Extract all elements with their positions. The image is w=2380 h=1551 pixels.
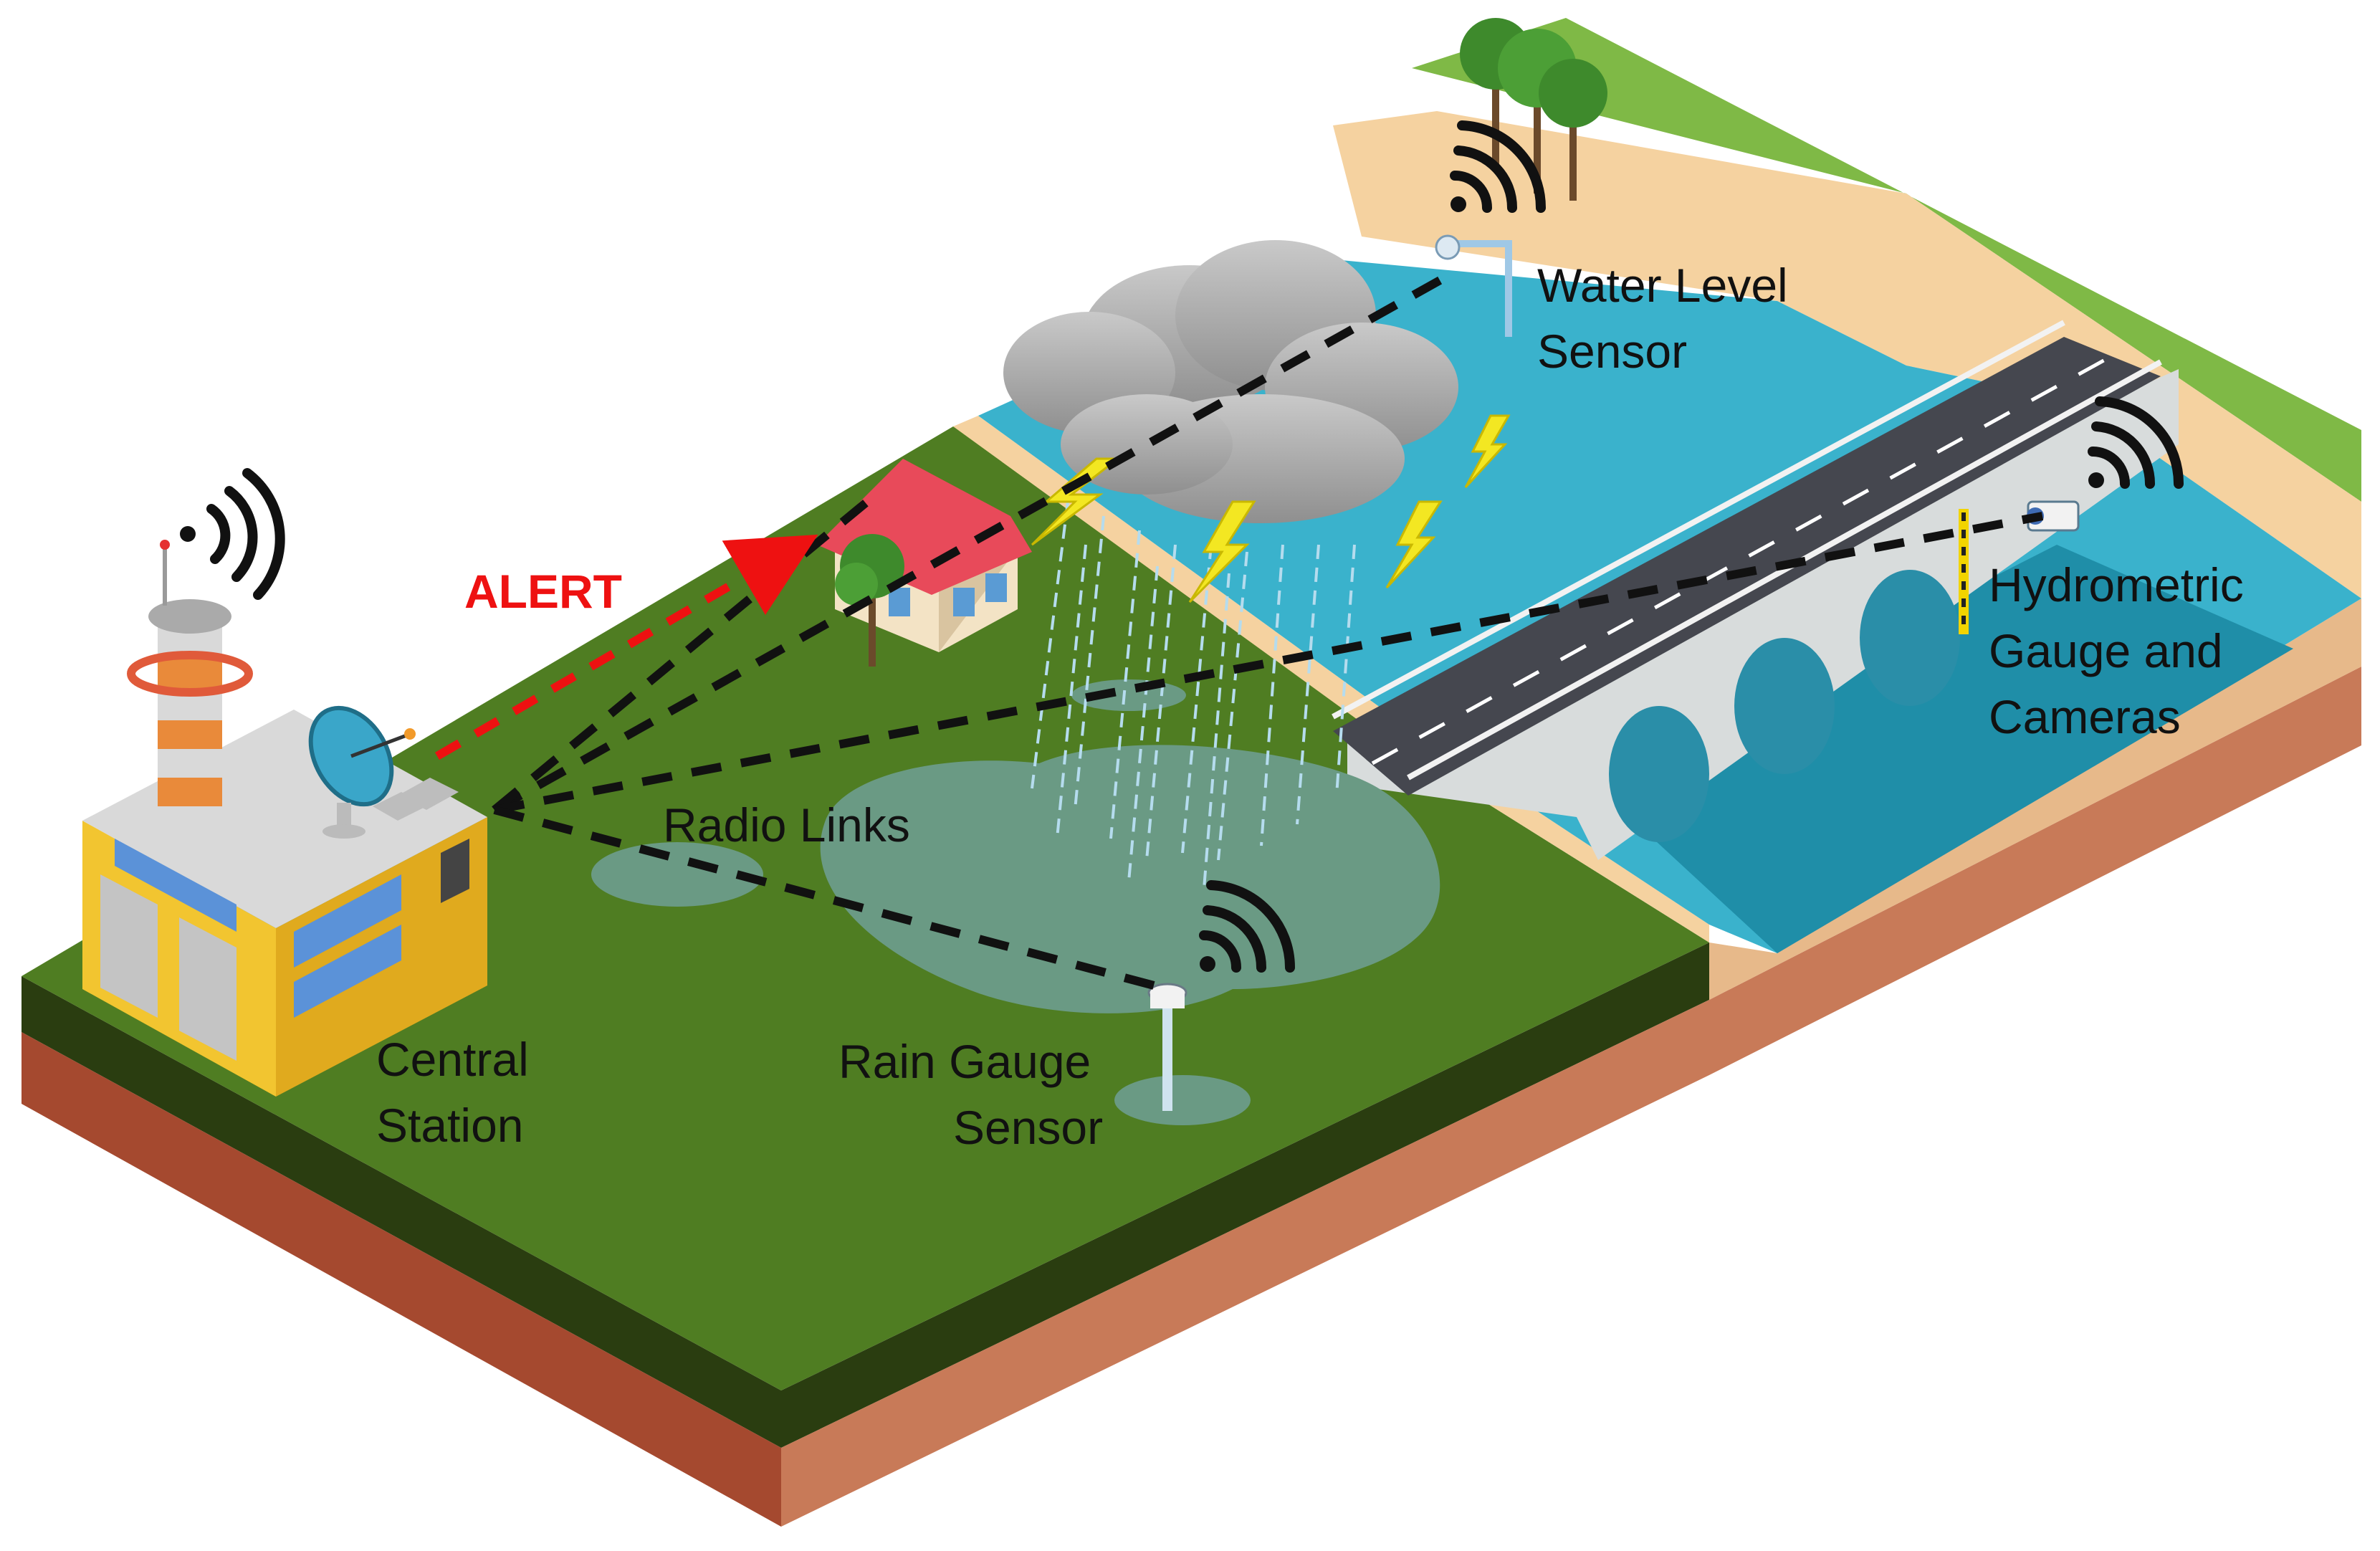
soil-side-left <box>21 1032 781 1527</box>
small-puddle <box>591 842 763 907</box>
satellite-dish-icon <box>308 705 416 839</box>
wifi-signal-icon <box>180 468 285 600</box>
grass-side-right <box>781 942 1709 1448</box>
near-sand-bank <box>953 416 1709 942</box>
central-station-label: Central Station <box>376 1026 529 1158</box>
rain-gauge-label-line2: Sensor <box>953 1101 1104 1154</box>
hydrometric-label-line2: Gauge and <box>1989 624 2223 677</box>
small-puddle <box>1114 1075 1251 1125</box>
central-station-building <box>82 540 487 1097</box>
hydrometric-gauge-label: Hydrometric Gauge and Cameras <box>1989 552 2244 750</box>
soil-side-right <box>781 667 2361 1527</box>
hydrometric-label-line1: Hydrometric <box>1989 558 2244 611</box>
bridge-railing <box>1407 359 2162 781</box>
far-sand-bank <box>1333 111 2361 598</box>
tree-icon <box>1460 18 1607 201</box>
hydrometric-gauge <box>1959 509 1969 634</box>
wifi-signal-icon <box>2088 396 2184 489</box>
bridge-arch <box>1860 570 1960 706</box>
road-center-line <box>1371 353 2116 765</box>
wifi-signal-icon <box>1199 880 1296 973</box>
radio-links-label: Radio Links <box>663 798 910 851</box>
tree-icon <box>835 534 904 667</box>
rain-gauge-sensor-label: Rain Gauge Sensor <box>838 1029 1103 1160</box>
bridge-road <box>1333 337 2161 796</box>
water-level-label-line2: Sensor <box>1537 325 1688 378</box>
radio-link-to-rain-gauge <box>493 806 1155 990</box>
alert-label: ALERT <box>464 565 622 618</box>
rain-gauge-label-line1: Rain Gauge <box>838 1035 1091 1088</box>
water-level-sensor-label: Water Level Sensor <box>1537 252 1788 384</box>
radio-link-to-hydrometric <box>493 512 2044 814</box>
river-under-bridge <box>1591 545 2293 953</box>
water-level-sensor <box>1435 234 1512 337</box>
rain <box>1031 501 1356 889</box>
bridge-side <box>1347 369 2179 860</box>
lightning-icon <box>1031 414 1511 603</box>
grass-side-left <box>21 976 781 1448</box>
central-station-label-line1: Central <box>376 1033 529 1086</box>
bridge-arch <box>1734 638 1835 774</box>
alert-arrow <box>434 534 818 760</box>
hydrometric-label-line3: Cameras <box>1989 690 2181 743</box>
cloud-icon <box>1003 240 1458 523</box>
bridge <box>1332 320 2179 860</box>
central-station-label-line2: Station <box>376 1099 524 1152</box>
radio-link-to-water-level <box>492 272 1450 814</box>
bridge-railing <box>1332 320 2065 720</box>
wifi-signal-icon <box>1450 120 1547 213</box>
bridge-arch <box>1609 706 1709 842</box>
water-level-label-line1: Water Level <box>1537 259 1788 312</box>
rain-gauge-sensor <box>1147 983 1187 1111</box>
